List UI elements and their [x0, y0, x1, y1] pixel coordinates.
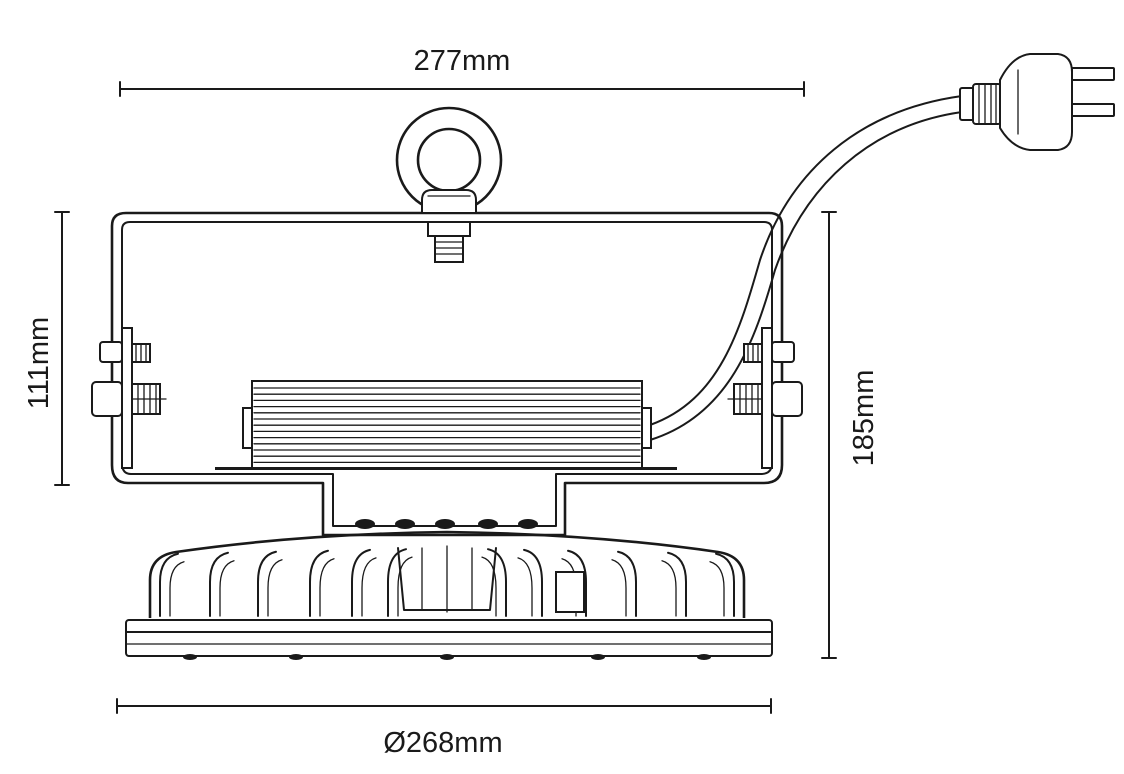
- dimension-label-width-top: 277mm: [414, 45, 511, 77]
- eye-bolt-icon: [395, 106, 503, 263]
- driver-fins: [253, 387, 641, 464]
- heat-fin: [617, 550, 637, 617]
- heat-fin: [567, 549, 587, 617]
- led-driver-box: [242, 380, 652, 469]
- dimension-height-total: 185mm: [821, 211, 880, 659]
- heat-fin: [351, 548, 371, 617]
- plug-icon: [959, 53, 1115, 151]
- neck-bolt-icon: [518, 519, 538, 529]
- heat-fin: [257, 550, 277, 617]
- dimension-width-top: 277mm: [119, 45, 805, 97]
- dimension-label-height-bracket: 111mm: [23, 317, 55, 409]
- dimension-label-diameter: Ø268mm: [383, 727, 502, 759]
- dimension-label-height-total: 185mm: [848, 370, 880, 467]
- base-dot: [289, 654, 303, 660]
- dimension-height-bracket: 111mm: [23, 211, 70, 486]
- heat-fin: [667, 551, 687, 617]
- power-cable: [649, 95, 963, 441]
- neck-bolt-icon: [478, 519, 498, 529]
- heat-fin-inner: [267, 559, 283, 617]
- base-dot: [591, 654, 605, 660]
- base-dots: [183, 654, 711, 660]
- neck-bolt-icon: [435, 519, 455, 529]
- heat-fin: [209, 551, 229, 617]
- side-knob-left-icon: [91, 327, 167, 469]
- heat-fin: [715, 552, 735, 617]
- neck-bolt-icon: [355, 519, 375, 529]
- heat-fin-inner: [709, 561, 725, 617]
- base-dot: [697, 654, 711, 660]
- heat-fin: [159, 552, 179, 617]
- neck-bolts: [355, 519, 538, 529]
- base-dot: [183, 654, 197, 660]
- neck-bolt-icon: [395, 519, 415, 529]
- heat-fin-inner: [219, 560, 235, 617]
- heat-fin: [387, 548, 407, 617]
- lens-base: [125, 619, 773, 660]
- heat-fin-inner: [611, 559, 627, 617]
- base-dot: [440, 654, 454, 660]
- heat-fin: [523, 548, 543, 617]
- heat-fin-inner: [361, 557, 377, 617]
- heat-fin-inner: [661, 560, 677, 617]
- heat-fin: [487, 548, 507, 617]
- heat-sink: [148, 530, 746, 618]
- heat-fin-inner: [517, 557, 533, 617]
- heat-fin: [309, 549, 329, 617]
- heat-fin-inner: [319, 558, 335, 617]
- dimension-diameter: Ø268mm: [116, 698, 772, 759]
- side-knob-right-icon: [727, 327, 803, 469]
- heat-fin-inner: [169, 561, 185, 617]
